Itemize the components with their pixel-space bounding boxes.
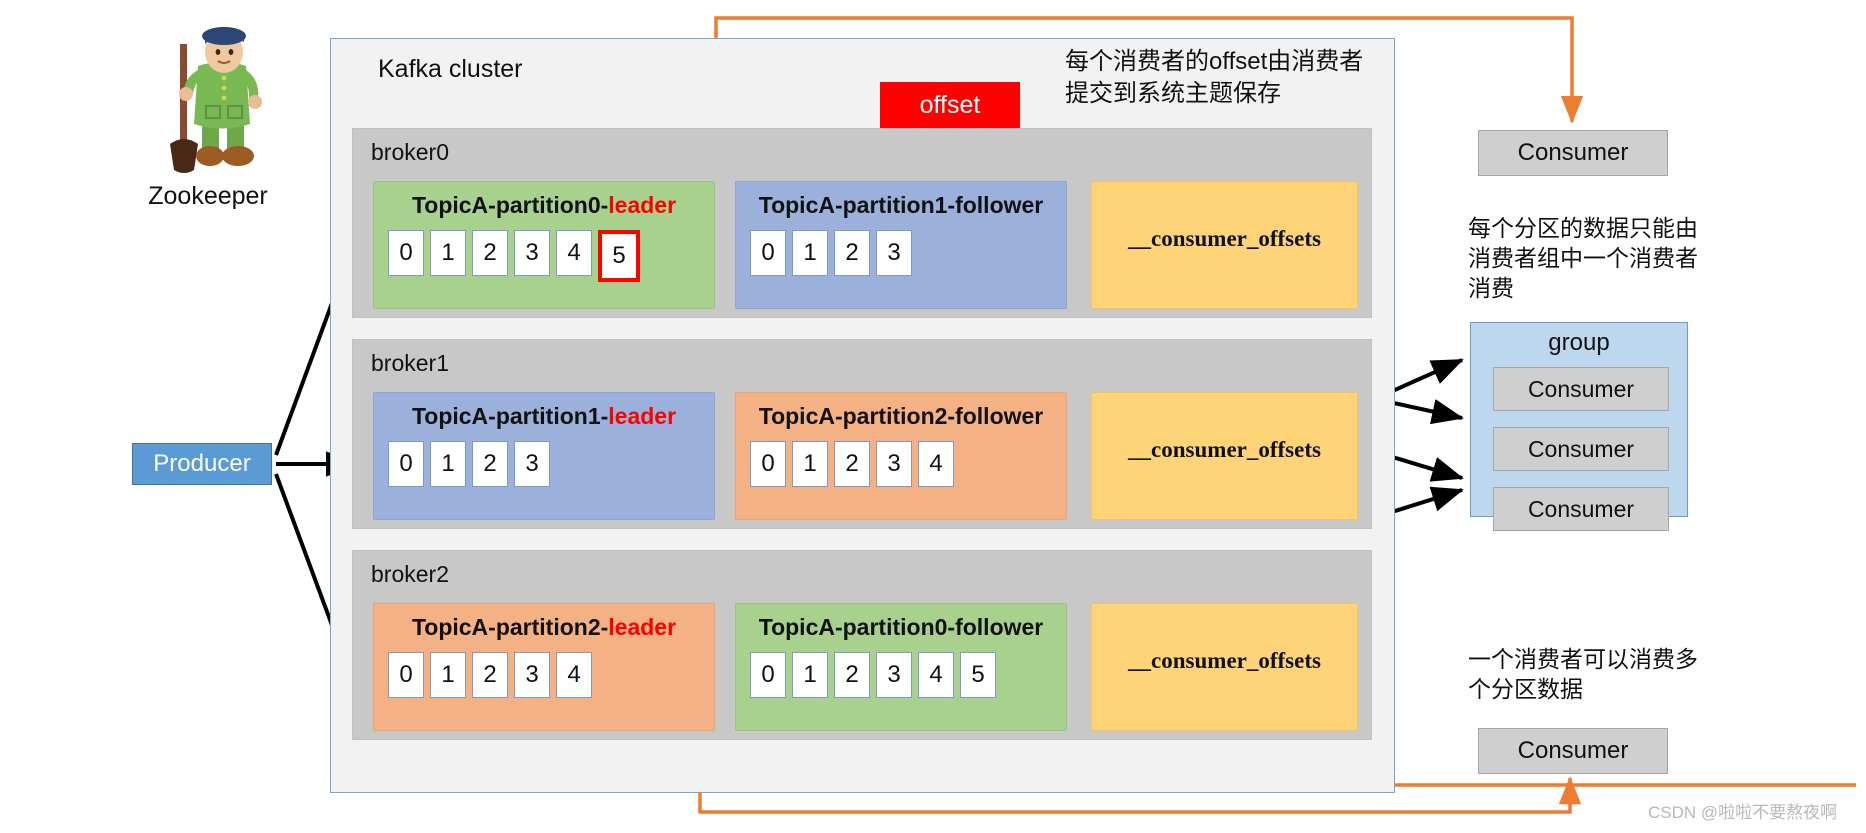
consumer-label: Consumer xyxy=(1517,139,1629,166)
offset-cell[interactable]: 0 xyxy=(388,441,424,487)
consumer-label: Consumer xyxy=(1527,435,1635,462)
group-consumer-2[interactable]: Consumer xyxy=(1493,487,1669,531)
offset-cell[interactable]: 3 xyxy=(876,441,912,487)
panel-topica-partition1-follower[interactable]: TopicA-partition1-follower 0 1 2 3 xyxy=(735,181,1067,309)
panel-topica-partition1-leader[interactable]: TopicA-partition1-leader 0 1 2 3 xyxy=(373,392,715,520)
consumer-offsets-label: __consumer_offsets xyxy=(1128,226,1321,251)
offset-cells: 0 1 2 3 4 xyxy=(388,652,592,698)
group-consumer-0[interactable]: Consumer xyxy=(1493,367,1669,411)
panel-consumer-offsets[interactable]: __consumer_offsets xyxy=(1091,181,1358,309)
offset-cell[interactable]: 2 xyxy=(834,441,870,487)
offset-cell[interactable]: 1 xyxy=(792,441,828,487)
multi-partition-note: 一个消费者可以消费多个分区数据 xyxy=(1468,646,1698,702)
consumer-label: Consumer xyxy=(1527,375,1635,402)
offset-cell[interactable]: 1 xyxy=(430,230,466,276)
consumer-group-box: group Consumer Consumer Consumer xyxy=(1470,322,1688,531)
offset-cell[interactable]: 2 xyxy=(472,230,508,276)
offset-cells: 0 1 2 3 4 5 xyxy=(750,652,996,698)
consumer-label: Consumer xyxy=(1527,495,1635,522)
panel-title: TopicA-partition1-leader xyxy=(411,403,677,429)
consumer-standalone-top[interactable]: Consumer xyxy=(1478,130,1668,176)
offset-cell[interactable]: 0 xyxy=(750,652,786,698)
panel-topica-partition2-leader[interactable]: TopicA-partition2-leader 0 1 2 3 4 xyxy=(373,603,715,731)
broker-1-label: broker1 xyxy=(371,350,449,376)
group-consumer-1[interactable]: Consumer xyxy=(1493,427,1669,471)
panel-title: TopicA-partition0-follower xyxy=(758,614,1044,640)
offset-note: 每个消费者的offset由消费者提交到系统主题保存 xyxy=(1065,48,1364,107)
offset-cell[interactable]: 3 xyxy=(514,441,550,487)
offset-cell[interactable]: 4 xyxy=(918,652,954,698)
partition-note: 每个分区的数据只能由消费者组中一个消费者消费 xyxy=(1468,215,1698,301)
offset-cell[interactable]: 0 xyxy=(750,441,786,487)
broker-2-label: broker2 xyxy=(371,561,449,587)
panel-title: TopicA-partition1-follower xyxy=(758,192,1044,218)
offset-cells: 0 1 2 3 xyxy=(750,230,912,276)
offset-cell[interactable]: 1 xyxy=(430,652,466,698)
broker-0-label: broker0 xyxy=(371,139,449,165)
kafka-cluster-title: Kafka cluster xyxy=(378,55,523,83)
panel-title: TopicA-partition2-follower xyxy=(758,403,1044,429)
offset-cell[interactable]: 2 xyxy=(472,652,508,698)
panel-consumer-offsets[interactable]: __consumer_offsets xyxy=(1091,603,1358,731)
offset-cell[interactable]: 2 xyxy=(834,230,870,276)
offset-cell-highlighted[interactable]: 5 xyxy=(598,230,640,282)
offset-cell[interactable]: 4 xyxy=(556,230,592,276)
panel-topica-partition2-follower[interactable]: TopicA-partition2-follower 0 1 2 3 4 xyxy=(735,392,1067,520)
offset-cell[interactable]: 3 xyxy=(876,230,912,276)
offset-cell[interactable]: 0 xyxy=(388,230,424,276)
offset-cell[interactable]: 3 xyxy=(876,652,912,698)
panel-topica-partition0-follower[interactable]: TopicA-partition0-follower 0 1 2 3 4 5 xyxy=(735,603,1067,731)
consumer-label: Consumer xyxy=(1517,737,1629,764)
offset-cell[interactable]: 1 xyxy=(792,652,828,698)
watermark: CSDN @啦啦不要熬夜啊 xyxy=(1648,803,1838,822)
offset-cell[interactable]: 0 xyxy=(388,652,424,698)
broker-2: broker2 TopicA-partition2-leader 0 1 2 3… xyxy=(352,550,1372,740)
panel-topica-partition0-leader[interactable]: TopicA-partition0-leader 0 1 2 3 4 5 xyxy=(373,181,715,309)
consumer-offsets-label: __consumer_offsets xyxy=(1128,437,1321,462)
panel-title: TopicA-partition2-leader xyxy=(411,614,677,640)
offset-badge-label: offset xyxy=(919,90,981,119)
producer-label: Producer xyxy=(153,450,251,477)
panel-title: TopicA-partition0-leader xyxy=(411,192,677,218)
offset-cell[interactable]: 2 xyxy=(834,652,870,698)
consumer-offsets-label: __consumer_offsets xyxy=(1128,648,1321,673)
zookeeper-node: Zookeeper xyxy=(128,14,288,224)
producer-node[interactable]: Producer xyxy=(132,443,272,485)
offset-cell[interactable]: 3 xyxy=(514,652,550,698)
zookeeper-label: Zookeeper xyxy=(148,182,268,210)
offset-cell[interactable]: 3 xyxy=(514,230,550,276)
consumer-standalone-bottom[interactable]: Consumer xyxy=(1478,728,1668,774)
offset-cell[interactable]: 1 xyxy=(792,230,828,276)
offset-cell[interactable]: 1 xyxy=(430,441,466,487)
offset-cell[interactable]: 2 xyxy=(472,441,508,487)
offset-cell[interactable]: 4 xyxy=(556,652,592,698)
offset-cell[interactable]: 5 xyxy=(960,652,996,698)
zookeeper-mascot-icon xyxy=(170,27,262,173)
offset-cells: 0 1 2 3 4 xyxy=(750,441,954,487)
consumer-group-title: group xyxy=(1548,329,1610,356)
offset-cells: 0 1 2 3 xyxy=(388,441,550,487)
broker-0: broker0 TopicA-partition0-leader 0 1 2 3… xyxy=(352,128,1372,318)
offset-cell[interactable]: 0 xyxy=(750,230,786,276)
broker-1: broker1 TopicA-partition1-leader 0 1 2 3… xyxy=(352,339,1372,529)
offset-cell[interactable]: 4 xyxy=(918,441,954,487)
panel-consumer-offsets[interactable]: __consumer_offsets xyxy=(1091,392,1358,520)
offset-cells: 0 1 2 3 4 5 xyxy=(388,230,640,282)
offset-badge[interactable]: offset xyxy=(880,82,1020,128)
